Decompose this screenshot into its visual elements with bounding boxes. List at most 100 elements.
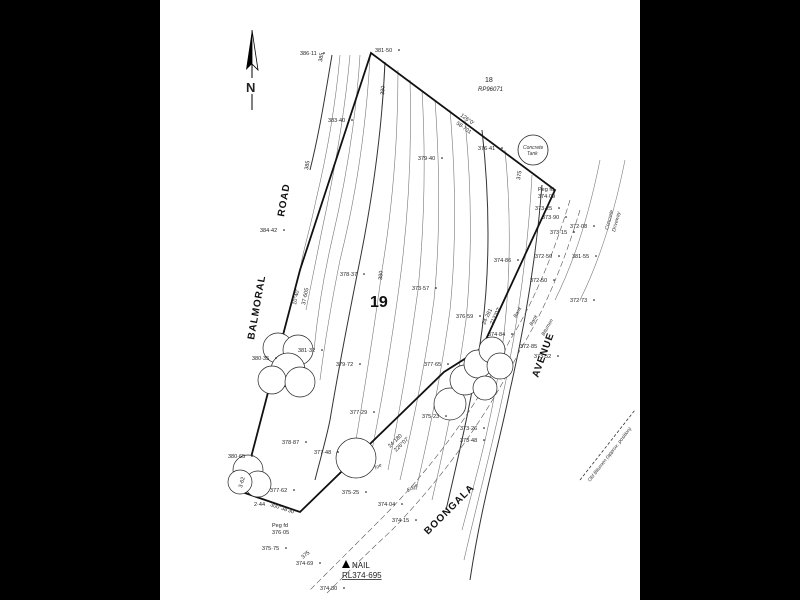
contour-label: 380 (380, 85, 387, 95)
boundary-bearing: 10°40' (292, 289, 301, 305)
peg-ne-label-2: 374·09 (538, 194, 555, 200)
survey-sheet: N Concrete Tank (160, 0, 640, 600)
spot-level: 381·50 (375, 48, 392, 54)
road-name-road: ROAD (276, 183, 293, 218)
spot-marker (479, 315, 481, 317)
trees (227, 332, 514, 498)
spot-marker (445, 415, 447, 417)
spot-level: 386·11 (300, 51, 317, 57)
spot-marker (323, 52, 325, 54)
spot-marker (595, 255, 597, 257)
spot-marker (593, 225, 595, 227)
bank-label: Bank (513, 306, 524, 319)
spot-level: 380·65 (228, 454, 245, 460)
spot-marker (319, 562, 321, 564)
spot-level: 374·80 (320, 586, 337, 592)
spot-level: 372·85 (520, 344, 537, 350)
toe-label: Toe (373, 462, 383, 471)
benchmark: NAIL RL374·695 (342, 560, 382, 580)
spot-marker (565, 216, 567, 218)
spot-marker (321, 349, 323, 351)
spot-marker (573, 231, 575, 233)
spot-marker (305, 441, 307, 443)
spot-marker (415, 519, 417, 521)
spot-level: 377·62 (270, 488, 287, 494)
spot-marker (359, 363, 361, 365)
spot-marker (558, 255, 560, 257)
spot-marker (275, 357, 277, 359)
spot-level: 373·57 (412, 286, 429, 292)
neighbour-plan: RP96071 (478, 87, 503, 93)
spot-marker (398, 49, 400, 51)
spot-level: 372·73 (570, 298, 587, 304)
spot-level: 373·15 (550, 230, 567, 236)
spot-level: 377·48 (314, 450, 331, 456)
boundary-distance: 37·605 (301, 287, 310, 305)
spot-level: 374·69 (296, 561, 313, 567)
spot-level: 381·32 (298, 348, 315, 354)
spot-marker (483, 427, 485, 429)
spot-level: 375·75 (262, 546, 279, 552)
spot-level: 376·41 (478, 146, 495, 152)
contour-label: 385 (318, 52, 326, 62)
tank-label-2: Tank (527, 151, 538, 157)
spot-marker (343, 587, 345, 589)
spot-marker (251, 455, 253, 457)
spot-marker (447, 363, 449, 365)
spot-level: 378·87 (282, 440, 299, 446)
contour-survey-plan: N Concrete Tank (227, 29, 636, 596)
peg-sw-label-2: 376·05 (272, 530, 289, 536)
spot-level: 373·25 (535, 206, 552, 212)
boundary-bearing: 300°38'30" (269, 502, 296, 516)
spot-level: 377·29 (350, 410, 367, 416)
spot-marker (517, 259, 519, 261)
spot-level: 374·86 (494, 258, 511, 264)
spot-level: 373·48 (460, 438, 477, 444)
spot-marker (435, 287, 437, 289)
north-label: N (246, 80, 255, 95)
spot-level: 372·50 (535, 254, 552, 260)
road-name-balmoral: BALMORAL (246, 274, 268, 340)
contour-label: 380 (378, 270, 385, 280)
spot-level: 379·72 (336, 362, 353, 368)
concrete-tank: Concrete Tank (517, 134, 549, 166)
lot-number: 19 (370, 294, 388, 311)
spot-level: 373·90 (542, 215, 559, 221)
benchmark-label: NAIL (352, 561, 370, 570)
road-edge-lines (309, 159, 636, 596)
spot-marker (293, 489, 295, 491)
tank-label-1: Concrete (523, 145, 544, 151)
spot-marker (558, 207, 560, 209)
driveway-label-2: Driveway (611, 211, 622, 233)
north-arrow-icon: N (244, 29, 259, 110)
spot-marker (365, 491, 367, 493)
spot-level: 376·59 (456, 314, 473, 320)
spot-level: 372·08 (570, 224, 587, 230)
contour-lines (299, 54, 543, 581)
spot-marker (501, 147, 503, 149)
spot-level: 374·15 (392, 518, 409, 524)
boundary-distance: 2·44 (254, 502, 265, 508)
contour-label: 375 (516, 170, 524, 180)
spot-marker (337, 451, 339, 453)
spot-marker (351, 119, 353, 121)
benchmark-rl: RL374·695 (342, 571, 382, 580)
spot-marker (285, 547, 287, 549)
edge-label: Edge (406, 483, 419, 494)
spot-level: 373·52 (534, 354, 551, 360)
spot-marker (363, 273, 365, 275)
spot-marker (511, 333, 513, 335)
benchmark-icon (342, 560, 350, 568)
spot-marker (557, 355, 559, 357)
peg-ne-label-1: Peg fd (538, 187, 554, 193)
spot-level: 372·50 (530, 278, 547, 284)
old-bitumen-label: Old Bitumen (approx. position) (587, 426, 634, 483)
road-name-boongala: BOONGALA (422, 482, 477, 537)
spot-level: 374·84 (488, 332, 505, 338)
spot-marker (543, 345, 545, 347)
spot-marker (441, 157, 443, 159)
peg-sw-label-1: Peg fd (272, 523, 288, 529)
spot-level: 375·23 (422, 414, 439, 420)
spot-level: 381·55 (572, 254, 589, 260)
